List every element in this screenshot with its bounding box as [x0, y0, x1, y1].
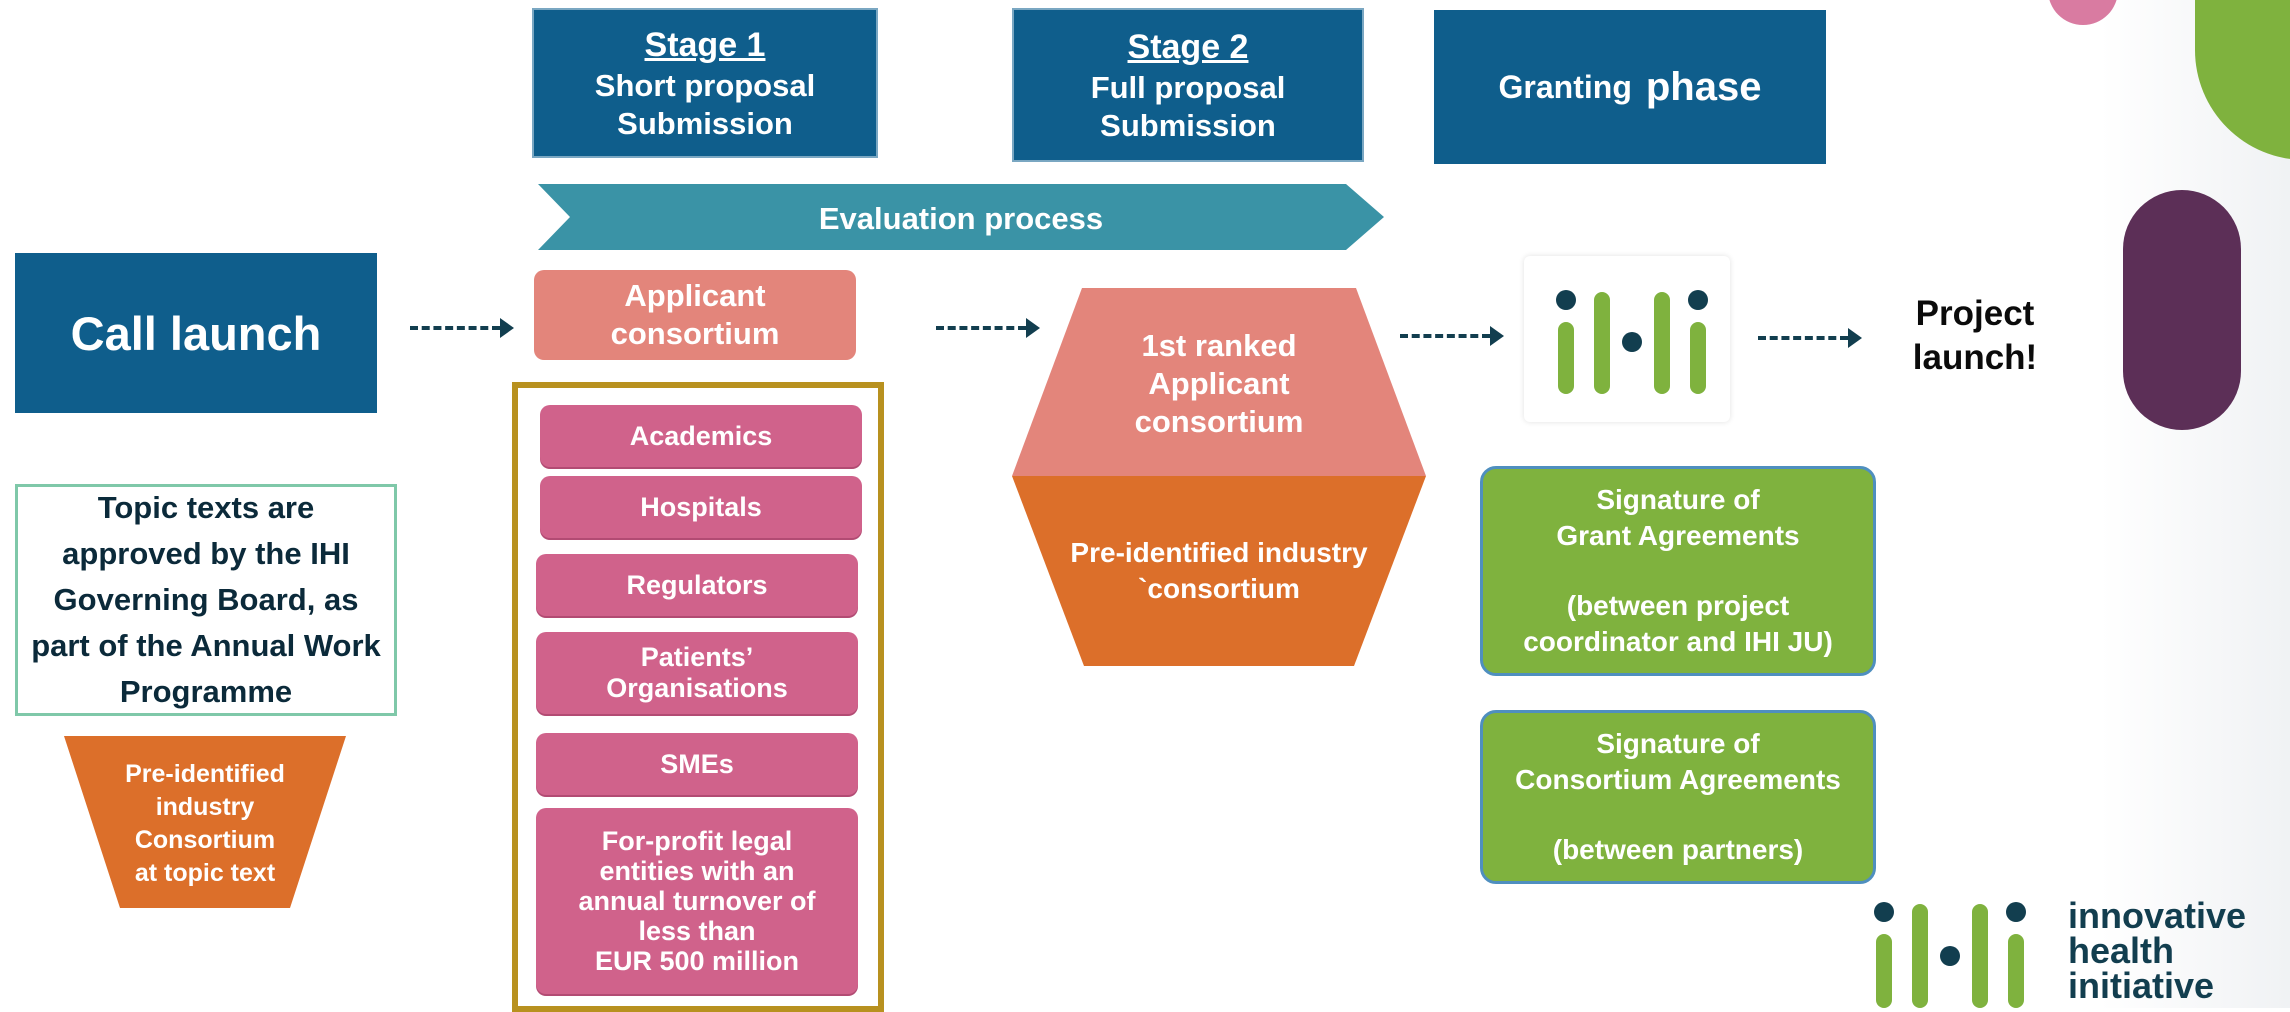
member-label: SMEs: [660, 748, 734, 779]
granting-word2: phase: [1645, 64, 1762, 109]
arrow-ranked-to-logo: [1400, 324, 1504, 348]
ihi-brand-logo-icon: [1874, 902, 2026, 1008]
ihi-logo-icon: [1556, 290, 1708, 394]
arrow-logo-to-launch: [1758, 326, 1862, 350]
grant-line: (between project: [1566, 590, 1790, 621]
ranked-industry-hexagon: 1st ranked Applicant consortium Pre-iden…: [1012, 288, 1426, 666]
ranked-line: 1st ranked: [1141, 328, 1296, 363]
project-launch: Project launch!: [1880, 288, 2070, 384]
applicant-consortium-box: Applicant consortium: [534, 270, 856, 360]
preidentified-topic-line: industry: [156, 793, 255, 821]
member-academics: Academics: [540, 405, 862, 467]
member-label: Organisations: [606, 673, 788, 703]
topic-text-line: Programme: [119, 674, 293, 709]
call-launch-label: Call launch: [70, 306, 322, 360]
member-smes: SMEs: [536, 733, 858, 795]
evaluation-banner: Evaluation process: [538, 184, 1384, 250]
topic-text-line: Governing Board, as: [53, 582, 359, 617]
arrow-applicant-to-ranked: [936, 316, 1040, 340]
topic-text-line: part of the Annual Work: [31, 628, 381, 663]
member-hospitals: Hospitals: [540, 476, 862, 538]
member-label: Patients’: [640, 642, 754, 672]
brand-line: initiative: [2068, 965, 2215, 1006]
call-launch-box: Call launch: [15, 253, 377, 413]
member-label: Regulators: [626, 569, 768, 600]
project-launch-line: Project: [1915, 294, 2035, 333]
member-patients: Patients’ Organisations: [536, 632, 858, 714]
grant-line: Signature of: [1596, 484, 1760, 515]
consortium-agreements-box: Signature of Consortium Agreements (betw…: [1480, 710, 1876, 884]
consortium-line: (between partners): [1552, 834, 1804, 865]
stage1-line1: Short proposal: [594, 68, 816, 103]
consortium-line: Consortium Agreements: [1515, 764, 1841, 795]
granting-header: Granting phase: [1434, 10, 1826, 164]
decor-panel: [2100, 0, 2290, 1008]
industry-line: Pre-identified industry: [1070, 537, 1368, 568]
industry-line: `consortium: [1138, 573, 1300, 604]
ranked-line: Applicant: [1148, 366, 1289, 401]
preidentified-topic-line: Consortium: [135, 826, 275, 854]
grant-line: coordinator and IHI JU): [1523, 626, 1833, 657]
topic-text-line: Topic texts are: [97, 490, 315, 525]
decor-plum-pill: [2123, 190, 2241, 430]
stage2-line2: Submission: [1100, 108, 1276, 143]
applicant-line: consortium: [610, 316, 780, 351]
member-forprofit: For-profit legal entities with an annual…: [536, 808, 858, 994]
evaluation-label: Evaluation process: [819, 201, 1103, 236]
member-label: entities with an: [599, 856, 795, 886]
preidentified-topic-trapezoid: Pre-identified industry Consortium at to…: [64, 736, 346, 908]
member-label: Hospitals: [640, 491, 762, 522]
applicant-line: Applicant: [624, 278, 766, 313]
project-launch-line: launch!: [1912, 338, 2038, 377]
brand-line: innovative: [2068, 895, 2247, 936]
arrow-call-to-applicant: [410, 316, 514, 340]
topic-text-line: approved by the IHI: [62, 536, 350, 571]
stage1-title: Stage 1: [644, 26, 766, 64]
member-label: annual turnover of: [578, 886, 816, 916]
ihi-brand-wordmark: innovative health initiative: [2068, 895, 2268, 1006]
grant-agreements-box: Signature of Grant Agreements (between p…: [1480, 466, 1876, 676]
stage2-line1: Full proposal: [1090, 70, 1286, 105]
preidentified-topic-line: Pre-identified: [125, 760, 285, 788]
member-label: less than: [638, 916, 756, 946]
ranked-line: consortium: [1135, 404, 1304, 439]
topic-text-box: Topic texts are approved by the IHI Gove…: [15, 484, 397, 716]
granting-word1: Granting: [1498, 68, 1632, 105]
member-label: EUR 500 million: [594, 946, 800, 976]
stage1-header: Stage 1 Short proposal Submission: [532, 8, 878, 158]
member-label: For-profit legal: [601, 826, 793, 856]
consortium-line: Signature of: [1596, 728, 1760, 759]
member-regulators: Regulators: [536, 554, 858, 616]
brand-line: health: [2068, 930, 2175, 971]
stage2-header: Stage 2 Full proposal Submission: [1012, 8, 1364, 162]
grant-line: Grant Agreements: [1556, 520, 1800, 551]
member-label: Academics: [629, 420, 773, 451]
preidentified-topic-line: at topic text: [135, 859, 276, 887]
stage2-title: Stage 2: [1127, 28, 1249, 66]
stage1-line2: Submission: [617, 106, 793, 141]
